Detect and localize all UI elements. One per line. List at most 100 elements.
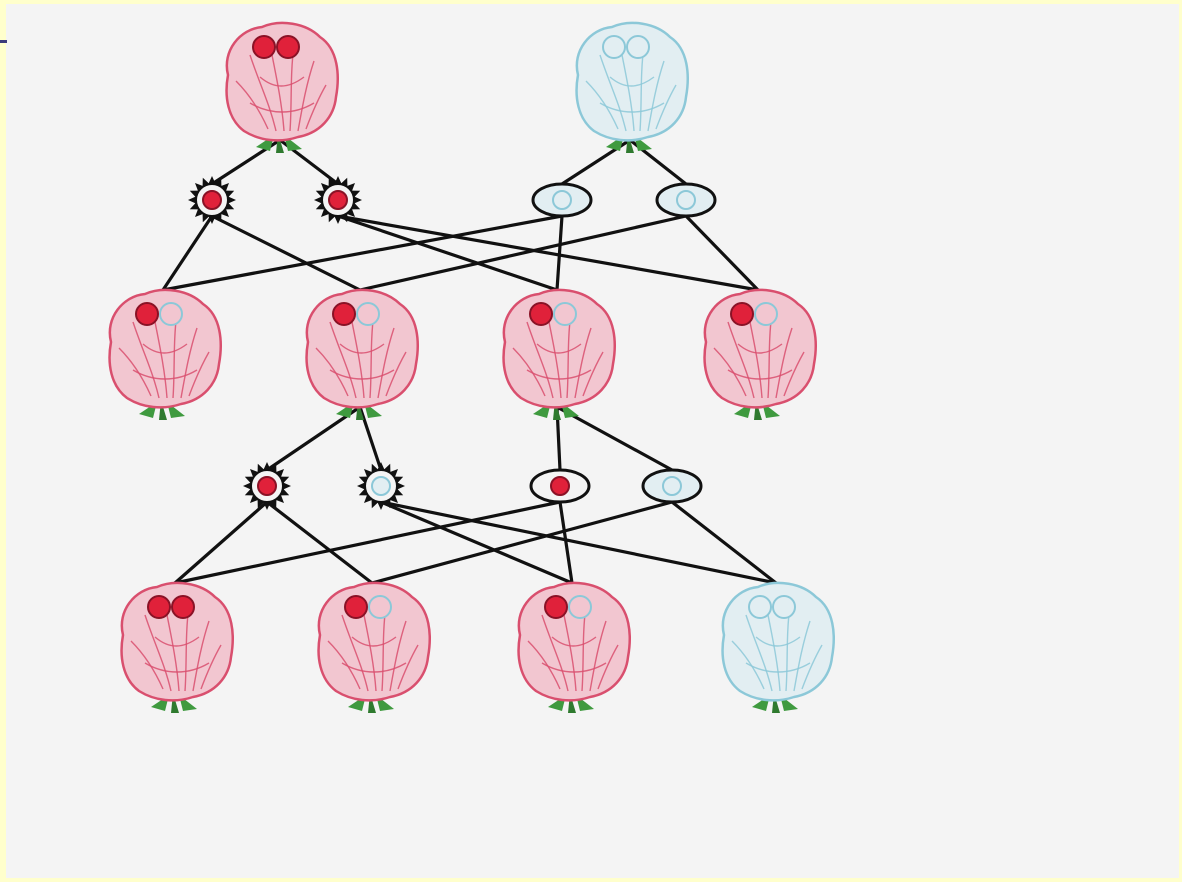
petal-vein	[180, 327, 198, 399]
bottom-border	[0, 878, 1182, 882]
link-g1b-f1c	[336, 214, 559, 292]
petal-vein	[727, 321, 755, 399]
flower-red	[317, 581, 431, 713]
allele-red-dot	[328, 190, 348, 210]
petal-vein	[745, 614, 773, 692]
allele-white-dot	[602, 35, 626, 59]
petal-vein	[526, 321, 554, 399]
link-g1a-f1a	[161, 214, 214, 292]
flower-red	[502, 288, 616, 420]
allele-red-dot	[202, 190, 222, 210]
allele-white-dot	[568, 595, 592, 619]
petal-vein	[737, 343, 783, 354]
allele-white-dot	[772, 595, 796, 619]
petal-vein	[297, 60, 315, 132]
petal-vein	[551, 636, 597, 647]
petal-vein	[377, 327, 395, 399]
petal-vein	[801, 644, 823, 690]
petal-vein	[609, 76, 655, 87]
petal-vein	[397, 644, 419, 690]
link-g2c-f2a	[173, 500, 562, 585]
cross-links	[161, 138, 778, 585]
flower-red	[120, 581, 234, 713]
petal-vein	[341, 662, 407, 673]
petal-vein	[755, 636, 801, 647]
petal-vein	[130, 640, 164, 690]
pollen-gamete	[357, 462, 405, 510]
petal-vein	[536, 343, 582, 354]
petal-vein	[793, 620, 811, 692]
egg-gamete	[531, 182, 593, 218]
petal-vein	[132, 369, 198, 380]
petal-vein	[597, 644, 619, 690]
top-border	[0, 0, 1182, 4]
petal-vein	[582, 351, 604, 397]
link-g2a-f2a	[173, 500, 269, 585]
flower-red	[305, 288, 419, 420]
egg-gamete	[655, 182, 717, 218]
flower-red	[517, 581, 631, 713]
petal-vein	[385, 351, 407, 397]
flower-red	[108, 288, 222, 420]
petal-vein	[329, 321, 357, 399]
allele-white-dot	[356, 302, 380, 326]
link-g2b-f2c	[379, 500, 574, 585]
petal-vein	[351, 636, 397, 647]
petal-vein	[259, 76, 305, 87]
allele-white-dot	[371, 476, 391, 496]
petal-vein	[192, 620, 210, 692]
petal-vein	[775, 327, 793, 399]
petal-vein	[132, 321, 160, 399]
allele-red-dot	[171, 595, 195, 619]
link-g2a-f2b	[265, 500, 374, 585]
allele-white-dot	[754, 302, 778, 326]
link-g1d-f1d	[684, 214, 760, 292]
link-g1d-f1b	[358, 214, 688, 292]
allele-red-dot	[730, 302, 754, 326]
petal-vein	[305, 84, 327, 130]
corner-mark	[0, 40, 7, 43]
allele-white-dot	[748, 595, 772, 619]
link-g2c-f2c	[558, 500, 574, 585]
petal-vein	[745, 662, 811, 673]
link-g2d-f2d	[670, 500, 778, 585]
flower-red	[703, 288, 817, 420]
petal-vein	[200, 644, 222, 690]
allele-red-dot	[135, 302, 159, 326]
petal-vein	[144, 662, 210, 673]
allele-red-dot	[276, 35, 300, 59]
petal-vein	[526, 369, 592, 380]
allele-red-dot	[550, 476, 570, 496]
petal-vein	[249, 102, 315, 113]
link-f1c-g2d	[555, 405, 674, 472]
petal-vein	[144, 614, 172, 692]
petal-vein	[329, 369, 395, 380]
petal-vein	[327, 640, 361, 690]
link-g2b-f2d	[379, 500, 778, 585]
allele-white-dot	[159, 302, 183, 326]
allele-white-dot	[676, 190, 696, 210]
allele-red-dot	[332, 302, 356, 326]
petal-vein	[655, 84, 677, 130]
petal-vein	[142, 343, 188, 354]
petal-vein	[389, 620, 407, 692]
petal-vein	[541, 614, 569, 692]
petal-vein	[727, 369, 793, 380]
allele-red-dot	[529, 302, 553, 326]
link-g1c-f1a	[161, 214, 564, 292]
petal-vein	[713, 347, 747, 397]
egg-gamete	[529, 468, 591, 504]
link-g1b-f1d	[336, 214, 760, 292]
petal-vein	[512, 347, 546, 397]
petal-vein	[118, 347, 152, 397]
flower-white	[721, 581, 835, 713]
petal-vein	[154, 636, 200, 647]
petal-vein	[339, 343, 385, 354]
petal-vein	[589, 620, 607, 692]
link-f1b-g2b	[358, 405, 383, 472]
right-border	[1179, 0, 1182, 882]
flower-white	[575, 21, 689, 153]
petal-vein	[527, 640, 561, 690]
petal-vein	[783, 351, 805, 397]
